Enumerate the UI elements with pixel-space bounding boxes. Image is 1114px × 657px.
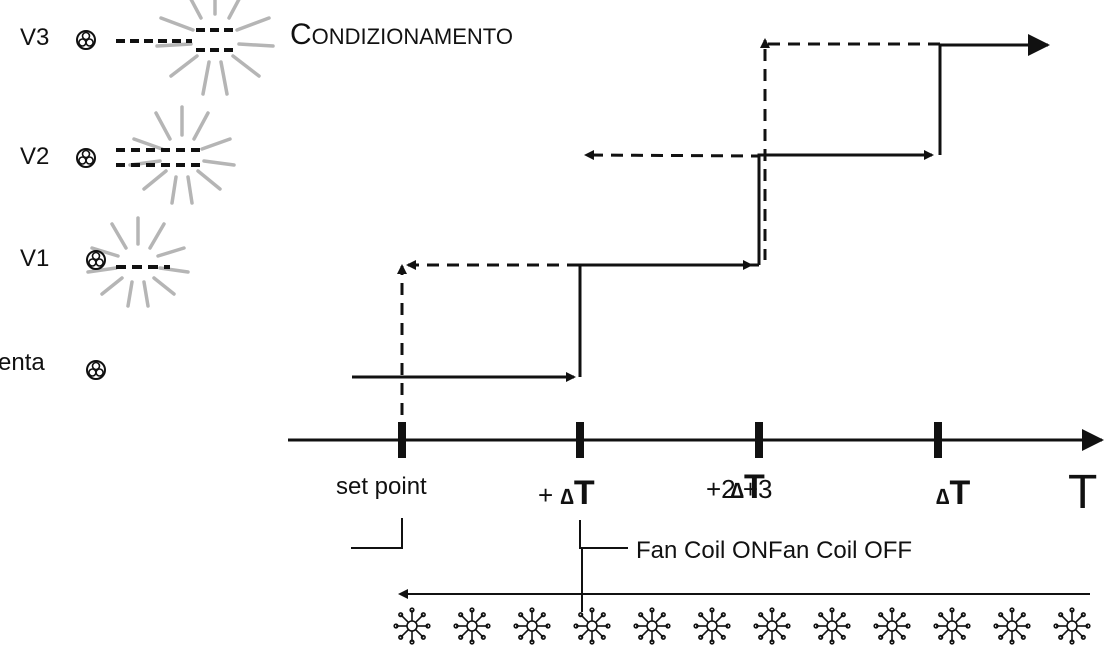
tick-label-text: + (538, 480, 560, 510)
snowflake-icon (633, 607, 671, 645)
fan-coil-on-label: Fan Coil ON (636, 537, 768, 564)
mode-label-rest: ONDIZIONAMENTO (312, 24, 513, 49)
delta-symbol: ∆ (560, 484, 573, 509)
rising-step-line (757, 150, 934, 265)
temperature-axis: set point + ∆T +2 +3∆T ∆T T (288, 422, 1104, 519)
snowflake-icon (753, 607, 791, 645)
t-symbol: T (744, 468, 765, 506)
fan-icon (76, 148, 96, 168)
setpoint-bracket (351, 518, 403, 549)
delta-symbol: ∆ (731, 478, 744, 503)
tick-label-text: +2 +3 (706, 474, 773, 504)
fan-icon (86, 360, 106, 380)
falling-step-line (763, 42, 940, 260)
mode-label-initial: C (290, 18, 312, 51)
tick-label-setpoint: set point (336, 473, 427, 500)
tick-label-plus1: + ∆T (538, 474, 595, 512)
snowflake-icon (453, 607, 491, 645)
axis-tick (398, 422, 406, 458)
snowflake-row (393, 607, 1091, 645)
delta-symbol: ∆ (936, 484, 949, 509)
axis-tick (576, 422, 584, 458)
hysteresis-curves (352, 34, 1050, 415)
glow-rays-icon (128, 105, 236, 205)
axis-variable-label: T (1068, 466, 1097, 519)
rising-step-line (578, 260, 753, 377)
fan-coil-off-label: Fan Coil OFF (768, 537, 912, 564)
glow-rays-icon (86, 216, 190, 308)
tick-label-plus3: ∆T (936, 474, 970, 512)
snowflake-icon (693, 607, 731, 645)
mode-label: CONDIZIONAMENTO (290, 18, 513, 51)
glow-rays-icon (155, 0, 275, 96)
level-label-v3: V3 (20, 24, 49, 51)
level-lenta: enta (0, 349, 106, 380)
level-v2: V2 (20, 105, 236, 205)
axis-tick (755, 422, 763, 458)
rising-step-line (938, 34, 1050, 155)
level-v1: V1 (20, 216, 190, 308)
fan-coil-label: Fan Coil ONFan Coil OFF (636, 537, 912, 564)
fan-icon (76, 30, 96, 50)
on-off-bracket (579, 520, 628, 549)
fan-coil-annotation (351, 518, 628, 612)
snowflake-icon (393, 607, 431, 645)
t-symbol: T (574, 474, 595, 512)
tick-label-plus2: +2 +3∆T (706, 468, 773, 506)
level-label-v1: V1 (20, 245, 49, 272)
snowflake-icon (1053, 607, 1091, 645)
snowflake-icon (513, 607, 551, 645)
speed-bars-v3 (116, 28, 238, 52)
falling-step-line (584, 150, 761, 260)
snowflake-icon (873, 607, 911, 645)
level-v3: V3 (20, 0, 275, 96)
level-label-v2: V2 (20, 143, 49, 170)
t-symbol: T (949, 474, 970, 512)
level-label-lenta: enta (0, 349, 45, 376)
snowflake-icon (573, 607, 611, 645)
snowflake-icon (933, 607, 971, 645)
speed-legend: V3 (0, 0, 275, 380)
snowflake-icon (813, 607, 851, 645)
fan-icon (86, 250, 106, 270)
tick-label-text: set point (336, 473, 427, 500)
axis-tick (934, 422, 942, 458)
snowflake-icon (993, 607, 1031, 645)
